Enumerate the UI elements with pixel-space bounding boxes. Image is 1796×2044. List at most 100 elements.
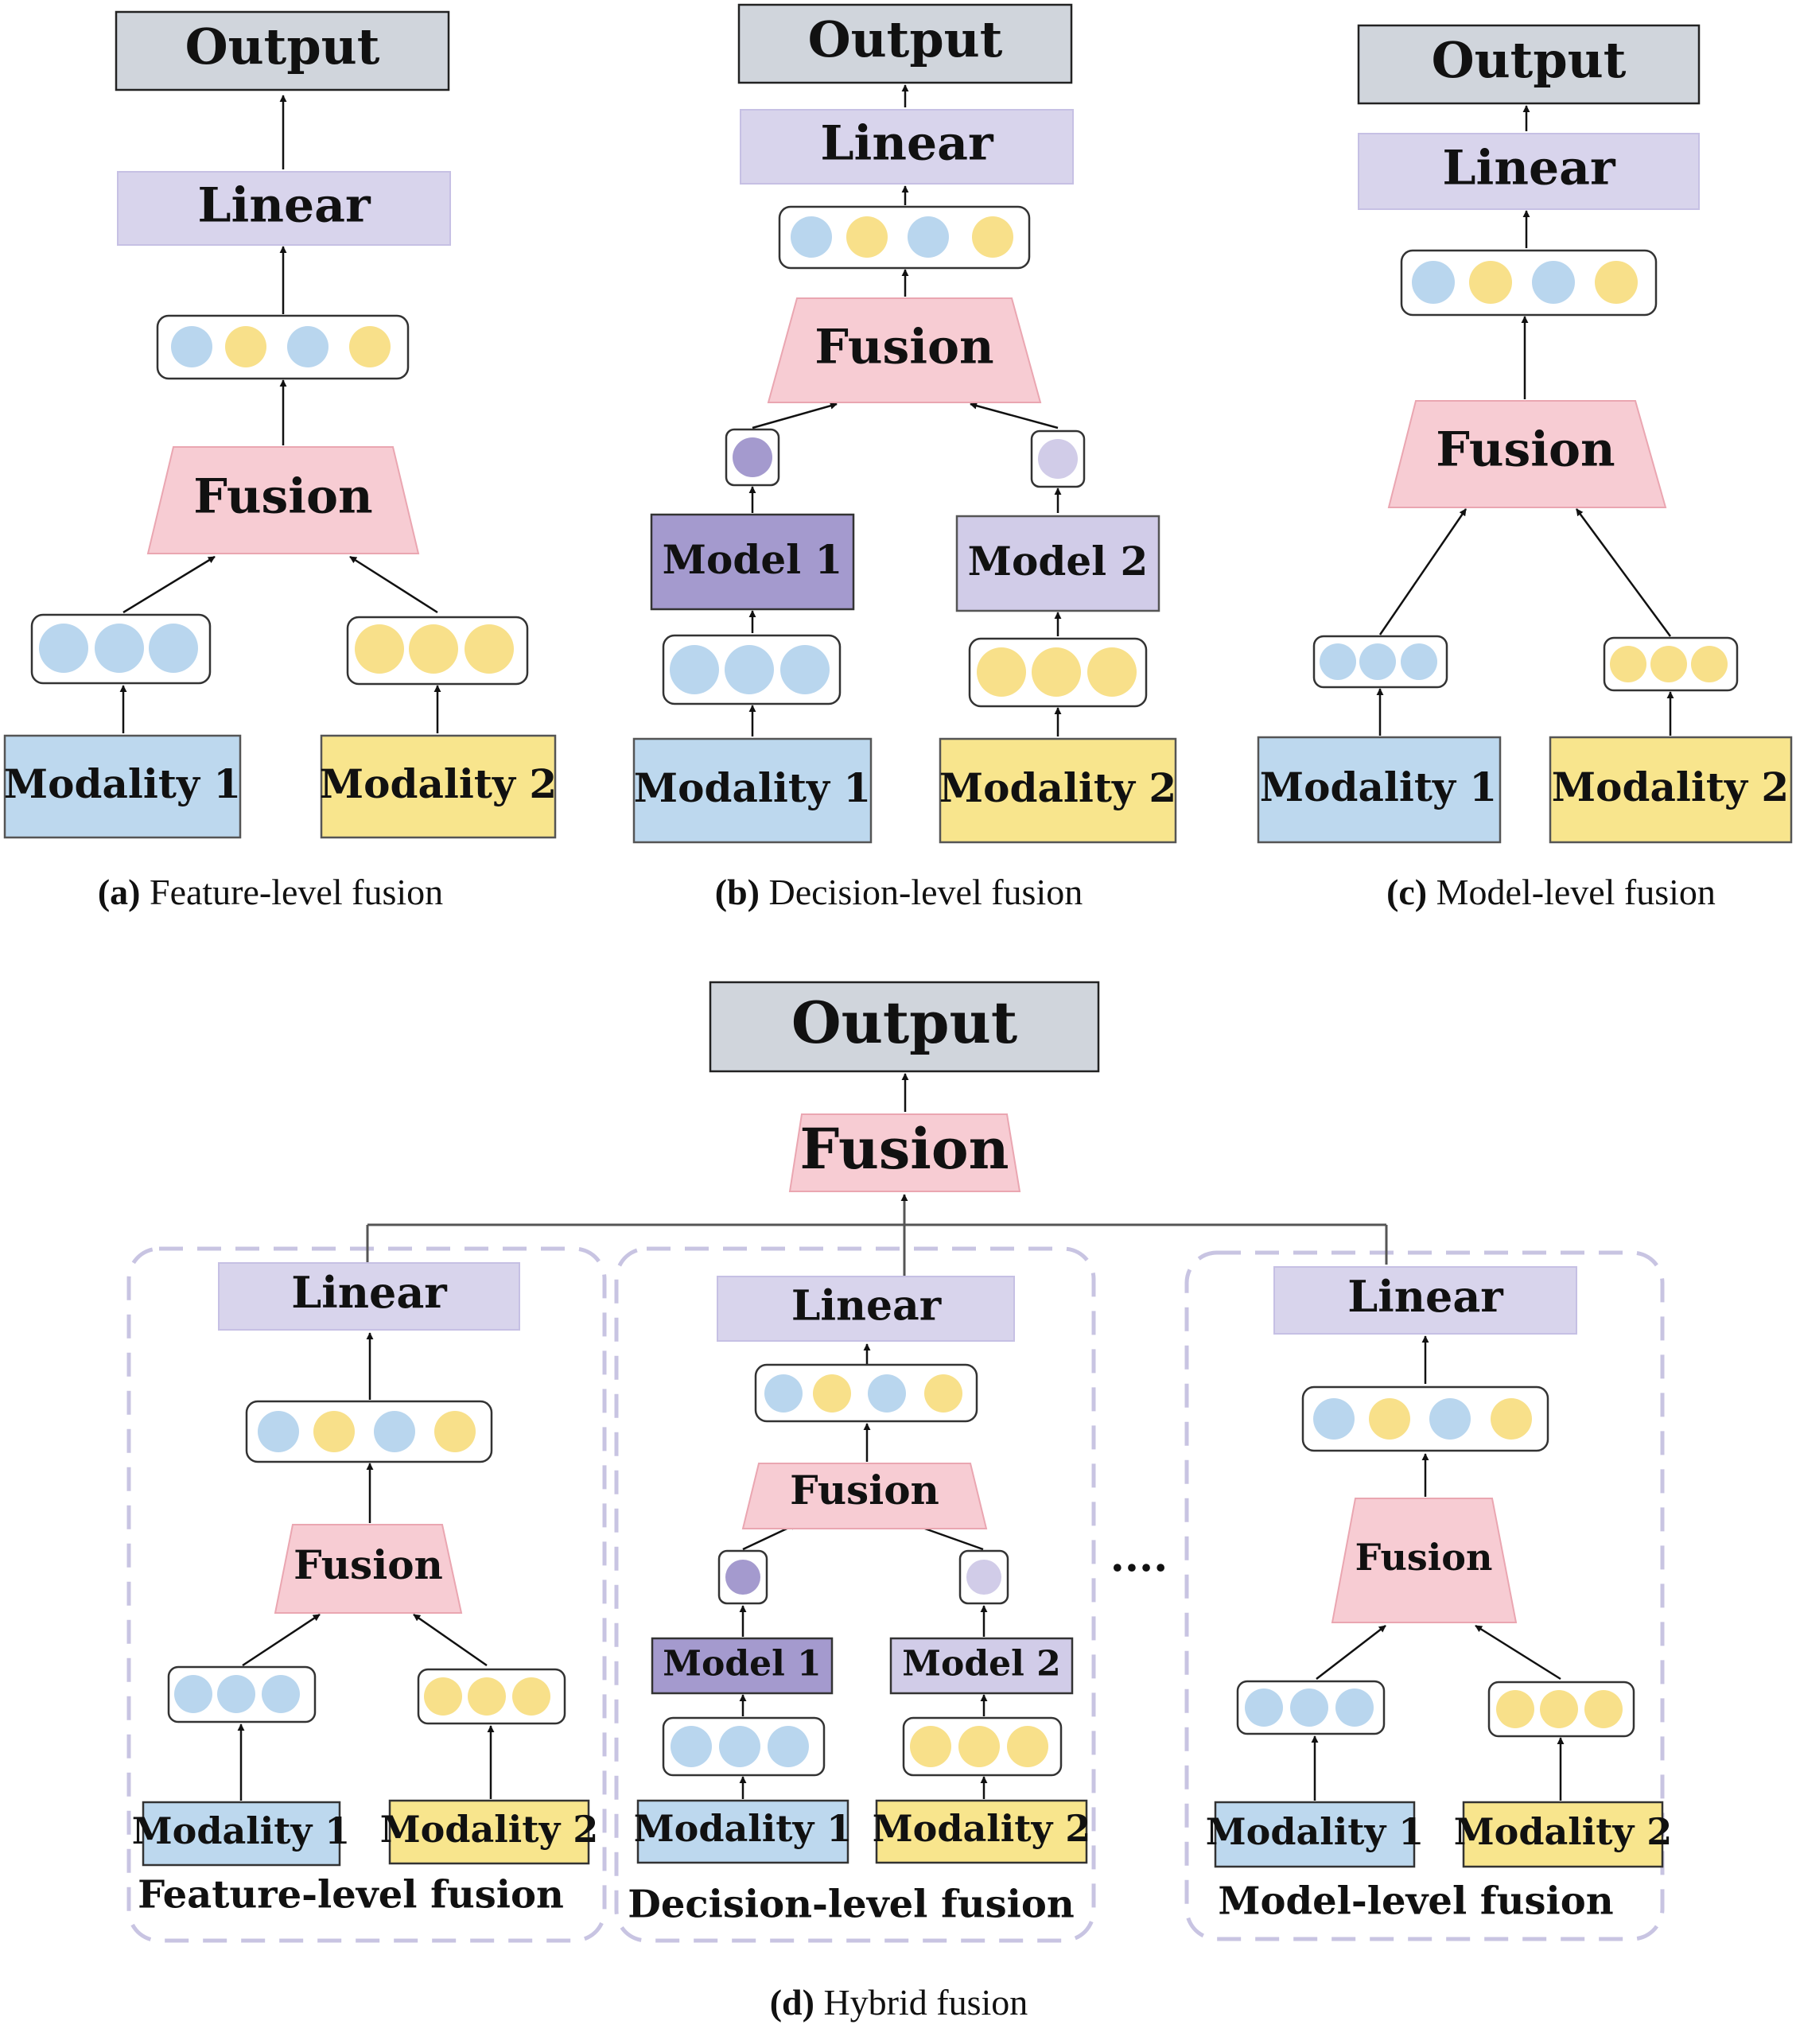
dot-yellow bbox=[349, 326, 391, 367]
dot-blue bbox=[670, 645, 719, 694]
dot-blue bbox=[149, 624, 198, 673]
modality-2-label: Modality 2 bbox=[873, 1807, 1091, 1850]
model-2-label: Model 2 bbox=[902, 1644, 1060, 1685]
dot-yellow bbox=[977, 647, 1026, 697]
fusion-trapezoid bbox=[788, 1113, 1021, 1192]
dot-yellow bbox=[1469, 261, 1512, 304]
caption-b: (b) Decision-level fusion bbox=[715, 872, 1083, 912]
ellipsis-more-groups: .... bbox=[1110, 1533, 1168, 1582]
modality-1-label: Modality 1 bbox=[1260, 764, 1497, 810]
dot-blue bbox=[374, 1411, 415, 1452]
dot-blue bbox=[1313, 1398, 1355, 1440]
dot-yellow bbox=[1595, 261, 1638, 304]
dot-yellow bbox=[972, 216, 1013, 258]
output-box bbox=[709, 981, 1100, 1073]
dot-blue bbox=[868, 1374, 906, 1413]
dot-yellow bbox=[846, 216, 888, 258]
dot-purple-light bbox=[1038, 439, 1078, 479]
modality-2-box bbox=[875, 1799, 1088, 1864]
dot-blue bbox=[1320, 643, 1356, 680]
fusion-trapezoid bbox=[1387, 400, 1667, 508]
dot-yellow bbox=[1540, 1690, 1578, 1728]
fusion-label: Fusion bbox=[1436, 422, 1615, 478]
fusion-label: Fusion bbox=[790, 1467, 939, 1514]
dot-blue bbox=[287, 326, 328, 367]
dot-yellow bbox=[1496, 1690, 1534, 1728]
modality-1-label: Modality 1 bbox=[634, 1807, 853, 1850]
modality-2-label: Modality 2 bbox=[380, 1808, 599, 1851]
dot-blue bbox=[1412, 261, 1455, 304]
output-box bbox=[115, 10, 450, 91]
modality-2-box bbox=[1462, 1801, 1664, 1868]
linear-label: Linear bbox=[1442, 141, 1616, 196]
panel-d-hybrid: Output Fusion Linear Fusion Mo bbox=[126, 981, 1672, 2023]
arrow-m2vec-to-fusion bbox=[1575, 508, 1672, 637]
linear-label: Linear bbox=[820, 116, 994, 172]
modality-1-box bbox=[1257, 736, 1502, 844]
model-2-box bbox=[889, 1637, 1074, 1695]
dot-yellow bbox=[468, 1677, 506, 1716]
output-box bbox=[737, 3, 1073, 84]
linear-label: Linear bbox=[791, 1282, 942, 1331]
fusion-trapezoid bbox=[146, 446, 420, 554]
dot-blue bbox=[95, 624, 144, 673]
linear-box bbox=[1273, 1266, 1577, 1335]
caption-a: (a) Feature-level fusion bbox=[98, 872, 443, 912]
modality-1-box bbox=[1214, 1801, 1416, 1868]
group-title-feature: Feature-level fusion bbox=[138, 1873, 564, 1918]
output-label: Output bbox=[185, 17, 380, 76]
dot-yellow bbox=[1691, 646, 1728, 682]
arrow-m2vec-to-fusion bbox=[413, 1613, 488, 1667]
fusion-trapezoid bbox=[1331, 1498, 1518, 1623]
dot-yellow bbox=[924, 1374, 962, 1413]
dot-yellow bbox=[424, 1677, 462, 1716]
dot-blue bbox=[768, 1726, 809, 1767]
fused-vector bbox=[245, 1400, 493, 1463]
dot-yellow bbox=[1007, 1726, 1048, 1767]
output-label: Output bbox=[808, 10, 1003, 68]
linear-label: Linear bbox=[1347, 1271, 1503, 1322]
arrow-m1vec-to-fusion bbox=[242, 1613, 321, 1667]
group-model-level bbox=[1184, 1250, 1665, 1941]
modality-1-label: Modality 1 bbox=[634, 764, 871, 811]
dot-yellow bbox=[1650, 646, 1687, 682]
arrow-m1vec-to-fusion bbox=[1378, 508, 1468, 635]
dot-yellow bbox=[1087, 647, 1137, 697]
linear-label: Linear bbox=[291, 1267, 447, 1318]
dot-blue bbox=[1290, 1688, 1328, 1727]
panel-b-decision-level: Output Linear Fusion Model 1 Model 2 Mod… bbox=[632, 3, 1177, 912]
fusion-trapezoid bbox=[274, 1524, 463, 1614]
model-2-box bbox=[955, 515, 1160, 612]
linear-label: Linear bbox=[197, 178, 371, 234]
dot-blue bbox=[780, 645, 830, 694]
dot-yellow bbox=[512, 1677, 550, 1716]
dot-blue bbox=[262, 1675, 300, 1713]
dot-yellow bbox=[813, 1374, 851, 1413]
modality-2-label: Modality 2 bbox=[939, 764, 1176, 811]
modality-1-box bbox=[632, 737, 873, 844]
group-title-decision: Decision-level fusion bbox=[628, 1883, 1075, 1927]
panel-c-model-level: Output Linear Fusion Modality 1 Modality… bbox=[1257, 24, 1793, 912]
dot-yellow bbox=[1584, 1690, 1623, 1728]
dot-yellow bbox=[409, 624, 458, 674]
dot-blue bbox=[1359, 643, 1396, 680]
model-2-label: Model 2 bbox=[968, 538, 1149, 585]
dot-blue bbox=[671, 1726, 712, 1767]
output-label: Output bbox=[1432, 31, 1627, 89]
modality-2-box bbox=[1549, 736, 1793, 844]
caption-d: (d) Hybrid fusion bbox=[770, 1982, 1028, 2023]
modality-1-label: Modality 1 bbox=[1206, 1810, 1425, 1853]
fused-vector bbox=[778, 205, 1031, 270]
dot-blue bbox=[1401, 643, 1437, 680]
arrow-m2vec-to-fusion bbox=[349, 555, 438, 614]
fusion-label: Fusion bbox=[800, 1116, 1009, 1182]
dot-blue bbox=[174, 1675, 212, 1713]
dot-blue bbox=[1532, 261, 1575, 304]
fusion-label: Fusion bbox=[1355, 1536, 1493, 1579]
output-box bbox=[1357, 24, 1701, 105]
caption-c: (c) Model-level fusion bbox=[1386, 872, 1716, 912]
dot-yellow bbox=[910, 1726, 951, 1767]
dot-blue bbox=[171, 326, 212, 367]
arrow-out1-to-fusion bbox=[752, 402, 838, 429]
